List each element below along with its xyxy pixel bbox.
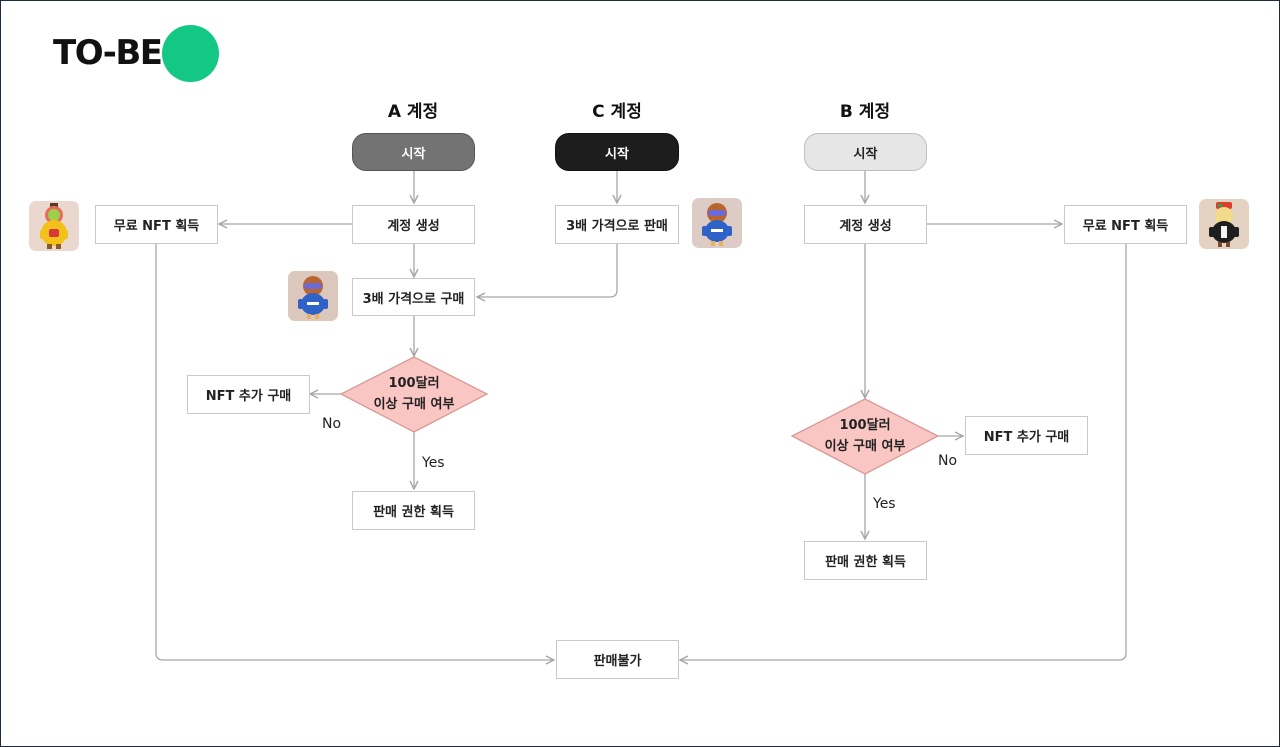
b-create-account-node: 계정 생성 [804, 205, 927, 244]
a-free-nft-node: 무료 NFT 획득 [95, 205, 218, 244]
status-dot [162, 25, 219, 82]
black-outfit-character-avatar [1199, 199, 1249, 249]
b-more-nft-node: NFT 추가 구매 [965, 416, 1088, 455]
a-decision-line1: 100달러 [388, 376, 440, 391]
a-sell-permission-node: 판매 권한 획득 [352, 491, 475, 530]
a-decision-text: 100달러 이상 구매 여부 [351, 373, 477, 415]
b-sell-permission-node: 판매 권한 획득 [804, 541, 927, 580]
decision-diamond-a [339, 356, 489, 433]
c-start-node: 시작 [555, 133, 679, 171]
b-decision-text: 100달러 이상 구매 여부 [802, 415, 928, 457]
c-sell-triple-node: 3배 가격으로 판매 [555, 205, 679, 244]
decision-diamond-b [790, 398, 940, 475]
yellow-character-avatar [29, 201, 79, 251]
column-heading-c: C 계정 [592, 102, 642, 122]
a-start-node: 시작 [352, 133, 475, 171]
a-yes-label: Yes [422, 455, 445, 471]
b-decision-line1: 100달러 [839, 418, 891, 433]
column-heading-a: A 계정 [387, 102, 439, 122]
blue-hoodie-character-avatar [692, 198, 742, 248]
b-no-label: No [938, 453, 958, 469]
edge-c-sell-to-a-buy [477, 244, 618, 297]
a-more-nft-node: NFT 추가 구매 [187, 375, 310, 414]
edge-b-free-nft-to-not-sellable [680, 244, 1127, 660]
b-yes-label: Yes [873, 496, 896, 512]
page-title: TO-BE [53, 33, 163, 73]
not-sellable-node: 판매불가 [556, 640, 679, 679]
a-no-label: No [322, 416, 342, 432]
a-create-account-node: 계정 생성 [352, 205, 475, 244]
b-decision-line2: 이상 구매 여부 [824, 439, 906, 454]
a-decision-line2: 이상 구매 여부 [373, 397, 455, 412]
b-free-nft-node: 무료 NFT 획득 [1064, 205, 1187, 244]
edge-a-free-nft-to-not-sellable [155, 244, 554, 660]
a-buy-triple-node: 3배 가격으로 구매 [352, 278, 475, 316]
b-start-node: 시작 [804, 133, 927, 171]
blue-hoodie-character-avatar [288, 271, 338, 321]
column-heading-b: B 계정 [839, 102, 891, 122]
